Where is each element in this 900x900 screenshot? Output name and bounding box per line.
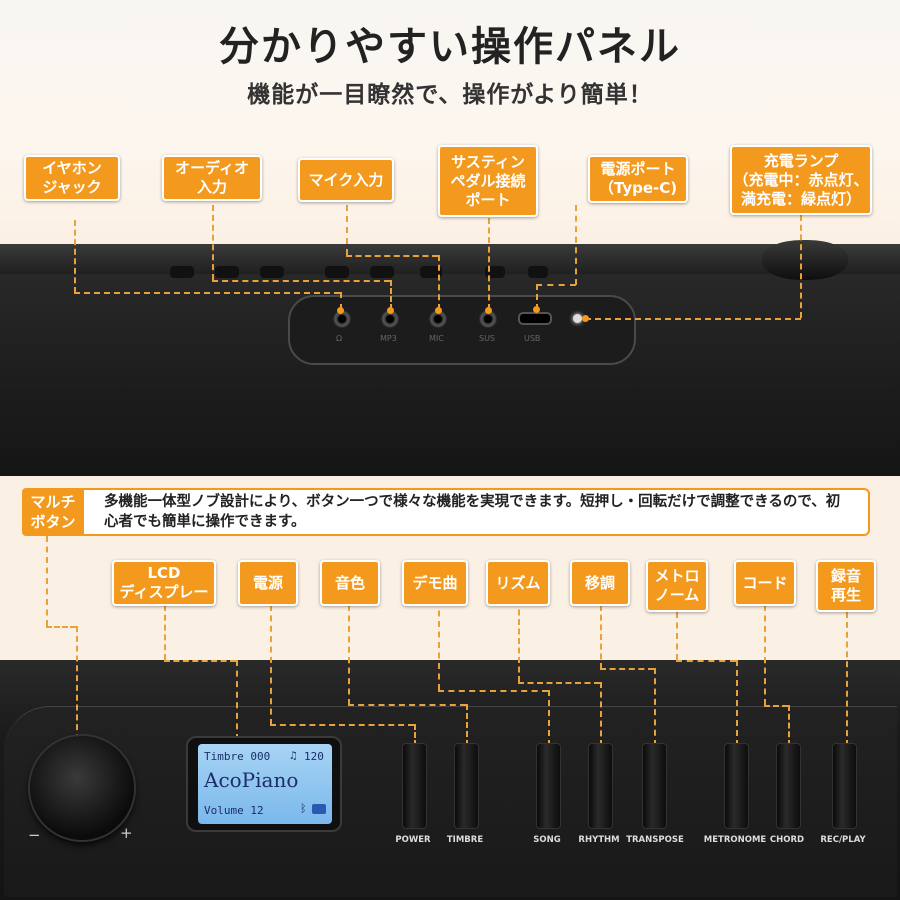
- rec-play-label: REC/PLAY: [820, 835, 866, 845]
- port-panel: [288, 295, 636, 365]
- usb-c-port[interactable]: [518, 312, 552, 325]
- callout-mic: マイク入力: [298, 158, 394, 202]
- callout-sustain: サスティン ペダル接続 ポート: [438, 145, 538, 217]
- port-label: USB: [524, 334, 541, 343]
- top-panel-edge: [0, 244, 900, 274]
- metronome-label: METRONOME: [703, 835, 767, 845]
- callout-lcd: LCD ディスプレー: [112, 560, 216, 606]
- top-knob: [325, 266, 349, 278]
- top-knob: [420, 266, 442, 278]
- callout-power: 電源: [238, 560, 298, 606]
- dial-minus-label: −: [28, 826, 41, 844]
- callout-headphone: イヤホン ジャック: [24, 155, 120, 201]
- power-button[interactable]: [402, 743, 427, 829]
- callout-rhythm: リズム: [486, 560, 550, 606]
- callout-chord: コード: [734, 560, 796, 606]
- top-knob: [370, 266, 394, 278]
- lcd-volume: Volume 12: [204, 804, 264, 817]
- audio-in-jack[interactable]: [381, 310, 399, 328]
- callout-metronome: メトロ ノーム: [646, 560, 708, 612]
- multi-button-description: 多機能一体型ノブ設計により、ボタン一つで様々な機能を実現できます。短押し・回転だ…: [104, 494, 841, 530]
- rhythm-button[interactable]: [588, 743, 613, 829]
- metronome-button[interactable]: [724, 743, 749, 829]
- song-button[interactable]: [536, 743, 561, 829]
- port-label: Ω: [336, 334, 343, 343]
- sustain-jack[interactable]: [479, 310, 497, 328]
- bluetooth-icon: ᛒ: [300, 802, 307, 815]
- charge-led: [573, 314, 582, 323]
- multi-function-dial[interactable]: [30, 736, 134, 840]
- rhythm-label: RHYTHM: [578, 835, 620, 845]
- transpose-label: TRANSPOSE: [626, 835, 684, 845]
- power-label: POWER: [395, 835, 431, 845]
- top-knob: [485, 266, 505, 278]
- timbre-label: TIMBRE: [446, 835, 484, 845]
- headphone-jack[interactable]: [333, 310, 351, 328]
- dial-plus-label: +: [120, 824, 133, 842]
- page-subtitle: 機能が一目瞭然で、操作がより簡単！: [247, 82, 653, 108]
- lcd-display: Timbre 000 ♫ 120 AcoPiano Volume 12 ᛒ: [198, 744, 332, 824]
- chord-label: CHORD: [769, 835, 805, 845]
- callout-charge-lamp: 充電ランプ （充電中：赤点灯、 満充電：緑点灯）: [730, 145, 872, 215]
- top-knob: [260, 266, 284, 278]
- mic-jack[interactable]: [429, 310, 447, 328]
- transpose-button[interactable]: [642, 743, 667, 829]
- callout-transpose: 移調: [570, 560, 630, 606]
- multi-button-tag: マルチ ボタン: [22, 488, 84, 536]
- callout-demo-song: デモ曲: [402, 560, 468, 606]
- lcd-voice: AcoPiano: [204, 768, 299, 792]
- battery-icon: [312, 804, 326, 814]
- callout-power-port: 電源ポート （Type-C): [588, 155, 688, 203]
- port-label: MP3: [380, 334, 397, 343]
- lcd-timbre: Timbre 000: [204, 750, 271, 763]
- callout-audio-in: オーディオ 入力: [162, 155, 262, 201]
- port-label: SUS: [479, 334, 496, 343]
- port-label: MIC: [429, 334, 444, 343]
- lcd-tempo: 120: [304, 750, 324, 763]
- callout-timbre: 音色: [320, 560, 380, 606]
- metronome-icon: ♫: [290, 749, 297, 762]
- bottom-panel-face: [4, 706, 897, 897]
- multi-knob-top: [762, 240, 848, 280]
- rec-play-button[interactable]: [832, 743, 857, 829]
- callout-rec-play: 録音 再生: [816, 560, 876, 612]
- page-title: 分かりやすい操作パネル: [219, 24, 681, 70]
- top-knob: [215, 266, 239, 278]
- chord-button[interactable]: [776, 743, 801, 829]
- top-knob: [528, 266, 548, 278]
- song-label: SONG: [533, 835, 561, 845]
- top-knob: [170, 266, 194, 278]
- timbre-button[interactable]: [454, 743, 479, 829]
